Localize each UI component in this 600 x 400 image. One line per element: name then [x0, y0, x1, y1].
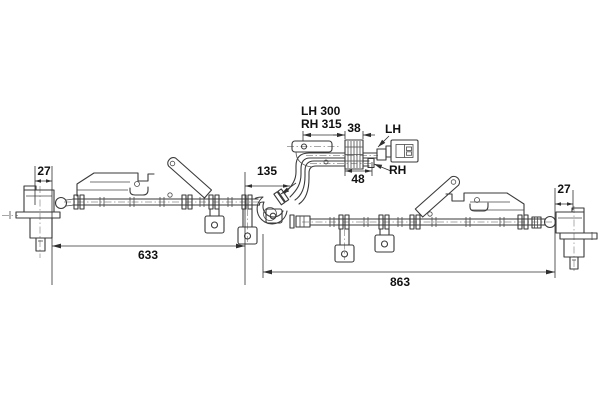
- dim-48: [344, 162, 373, 176]
- callout-label-rh: RH: [389, 163, 407, 177]
- dim-label-633: 633: [137, 248, 159, 262]
- dim-38: [333, 131, 375, 139]
- junction-branch: [284, 139, 419, 205]
- right-bracket: [414, 175, 525, 218]
- connector-plug: [376, 139, 419, 163]
- cable-clip-left-2: [237, 194, 258, 245]
- dim-label-lh-300: LH 300: [301, 104, 341, 118]
- dim-label-27-right: 27: [557, 182, 571, 196]
- callout-label-lh: LH: [385, 122, 401, 136]
- dim-label-27-left: 27: [37, 164, 51, 178]
- dim-lh300-rh315: [302, 131, 345, 141]
- left-sensor: [9, 185, 75, 252]
- right-sensor: [531, 207, 598, 270]
- dim-27-right: [555, 190, 574, 210]
- cable-clip-right-2: [374, 214, 395, 253]
- callout-lh-leader: [377, 135, 390, 148]
- dim-863: [262, 188, 556, 278]
- dim-135: [245, 182, 297, 195]
- double-clamp: [344, 139, 364, 170]
- dim-label-135: 135: [256, 164, 278, 178]
- dim-label-rh-315: RH 315: [301, 117, 342, 131]
- dim-label-38: 38: [347, 121, 361, 135]
- callout-rh-leader: [373, 163, 392, 172]
- dim-27-left: [34, 166, 53, 285]
- left-bracket: [76, 157, 213, 199]
- cable-clip-right-1: [334, 214, 355, 263]
- dim-label-48: 48: [351, 172, 365, 186]
- service-loop: [254, 188, 311, 229]
- dim-label-863: 863: [389, 275, 411, 289]
- cable-clip-left-1: [204, 194, 225, 234]
- dim-633: [52, 172, 246, 285]
- junction-bracket-plate: [291, 140, 333, 153]
- harness-cable-left: [72, 194, 259, 210]
